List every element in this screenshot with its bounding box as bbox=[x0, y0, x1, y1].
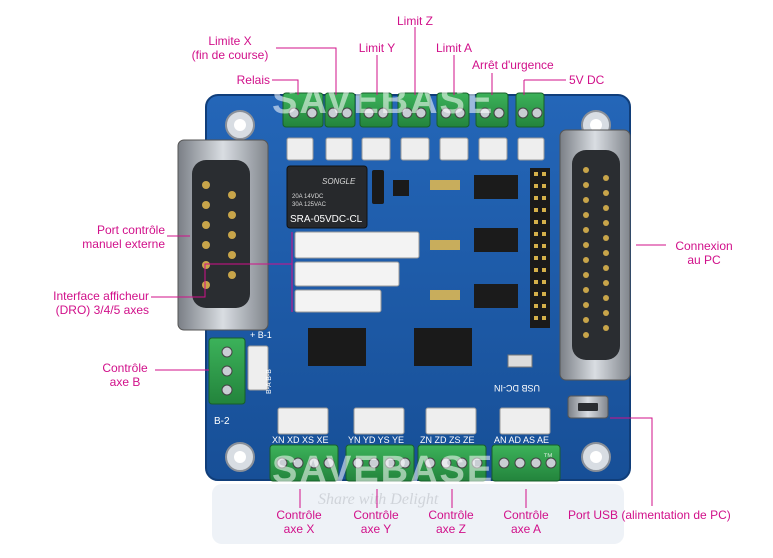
label-interface-dro: Interface afficheur(DRO) 3/4/5 axes bbox=[53, 289, 149, 317]
transistor bbox=[393, 180, 409, 196]
silk-axis-a: AN AD AS AE bbox=[494, 435, 549, 445]
label-limit-y: Limit Y bbox=[358, 41, 396, 55]
silk-b-pins: B-A B-B bbox=[266, 369, 273, 394]
b-axis-terminal bbox=[208, 337, 269, 405]
usb-switch bbox=[507, 354, 533, 368]
main-ics bbox=[308, 328, 472, 366]
leader-lines bbox=[151, 27, 666, 508]
relay-rating-2: 30A 125VAC bbox=[292, 202, 327, 208]
dro-connectors bbox=[294, 231, 420, 313]
mounting-holes bbox=[225, 110, 611, 472]
label-arret-urgence: Arrêt d'urgence bbox=[472, 58, 554, 72]
db15-connector bbox=[177, 139, 269, 331]
silk-axis-x: XN XD XS XE bbox=[272, 435, 329, 445]
watermark-top-tm: ™ bbox=[543, 84, 553, 95]
label-limite-x: Limite X(fin de course) bbox=[191, 34, 269, 62]
watermark-bottom: SAVEBASE bbox=[272, 449, 494, 491]
watermark-slogan: Share with Delight bbox=[318, 491, 439, 508]
silk-b1: + B-1 bbox=[250, 330, 272, 340]
diode bbox=[372, 170, 384, 204]
silk-axis-y: YN YD YS YE bbox=[348, 435, 404, 445]
label-5v-dc: 5V DC bbox=[569, 73, 605, 87]
label-port-usb: Port USB (alimentation de PC) bbox=[568, 508, 731, 522]
label-relais: Relais bbox=[236, 73, 270, 87]
relay-brand: SONGLE bbox=[322, 177, 356, 186]
bottom-terminal-blocks bbox=[269, 444, 561, 482]
watermark-bottom-tm: ™ bbox=[543, 452, 553, 463]
silk-axis-z: ZN ZD ZS ZE bbox=[420, 435, 475, 445]
watermark-top: SAVEBASE bbox=[272, 80, 494, 122]
silk-b2: B-2 bbox=[214, 416, 230, 427]
relay-rating-1: 20A 14VDC bbox=[292, 194, 324, 200]
small-ics bbox=[474, 175, 518, 308]
label-limit-a: Limit A bbox=[435, 41, 472, 55]
relay-model: SRA-05VDC-CL bbox=[290, 214, 363, 225]
usb-port bbox=[567, 395, 609, 419]
axis-connectors bbox=[277, 407, 551, 435]
label-limit-z: Limit Z bbox=[397, 14, 433, 28]
top-white-connectors bbox=[286, 137, 545, 161]
resistor-networks bbox=[430, 180, 460, 300]
relay bbox=[286, 165, 368, 229]
db25-connector bbox=[559, 129, 631, 381]
board-reflection bbox=[212, 484, 624, 544]
top-terminal-blocks bbox=[282, 92, 545, 128]
silk-usb: USB DC-IN bbox=[494, 383, 540, 393]
pin-header bbox=[530, 168, 550, 328]
